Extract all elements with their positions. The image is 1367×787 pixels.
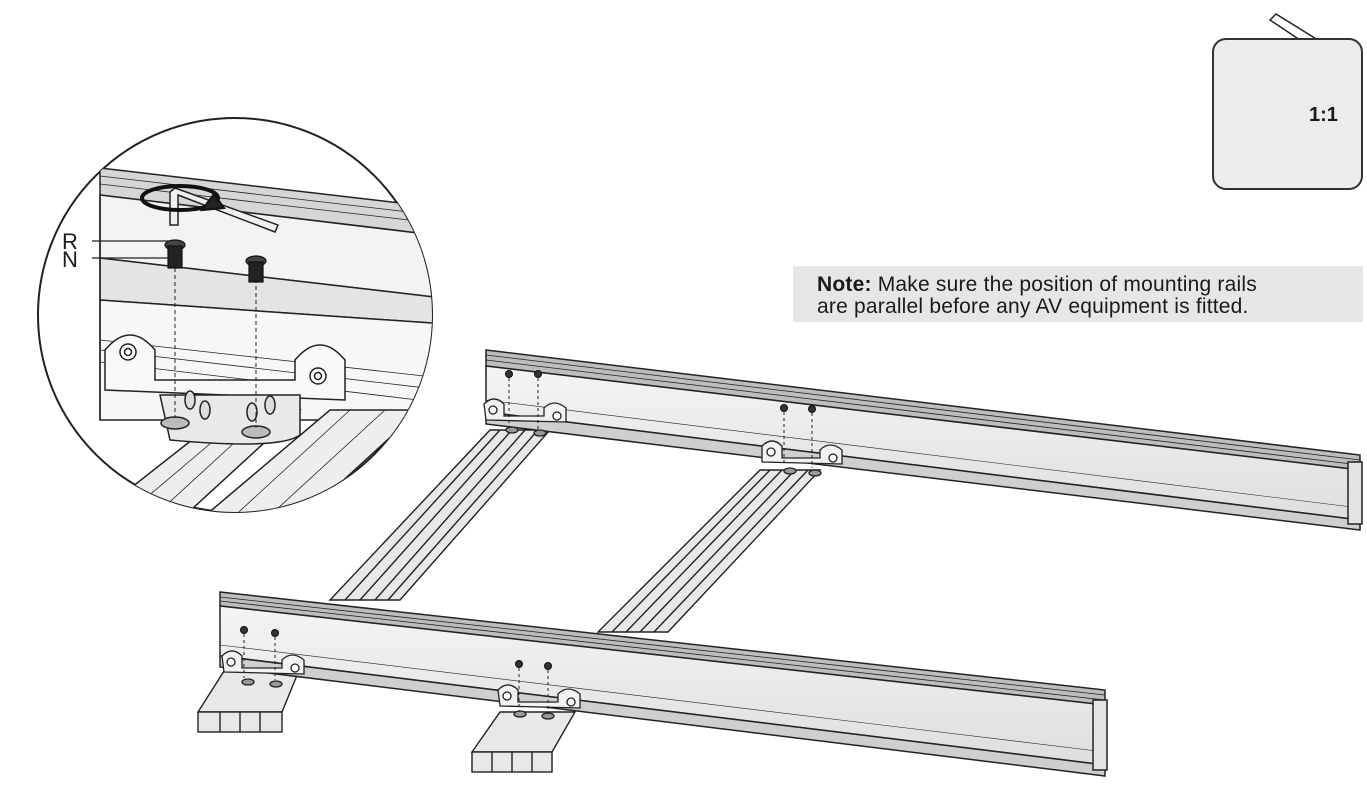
rotation-arrow-icon: [140, 184, 226, 212]
bracket-back-left: [483, 398, 567, 437]
detail-magnifier: [37, 117, 433, 513]
screw-guides: [243, 378, 813, 714]
screws: [240, 370, 816, 670]
callout-label-r: R: [62, 229, 78, 254]
note-panel: Note: Make sure the position of mounting…: [793, 266, 1363, 322]
front-bar-stub-right: [470, 711, 577, 773]
note-line-1-text: Make sure the position of mounting rails: [871, 273, 1257, 296]
tool-scale-box: 1:1: [1212, 38, 1363, 190]
note-label: Note:: [817, 273, 872, 296]
back-mounting-rail: [485, 349, 1363, 531]
detail-screw-right: [245, 255, 267, 283]
note-line-2: are parallel before any AV equipment is …: [817, 295, 1249, 318]
bracket-front-right: [497, 684, 581, 720]
tool-scale-label: 1:1: [1309, 104, 1338, 126]
note-text: Note: Make sure the position of mounting…: [817, 274, 1257, 318]
detail-hex-key-icon: [169, 187, 280, 233]
detail-screw-left: [164, 239, 186, 269]
front-bar-stub-left: [196, 667, 302, 733]
bracket-back-right: [761, 440, 843, 477]
cross-bar-right: [596, 469, 822, 633]
cross-bar-left: [328, 429, 552, 601]
callout-label-n: N: [62, 247, 78, 272]
bracket-front-left: [221, 650, 305, 688]
note-line-1: Note: Make sure the position of mounting…: [817, 274, 1257, 296]
front-mounting-rail: [219, 591, 1108, 777]
